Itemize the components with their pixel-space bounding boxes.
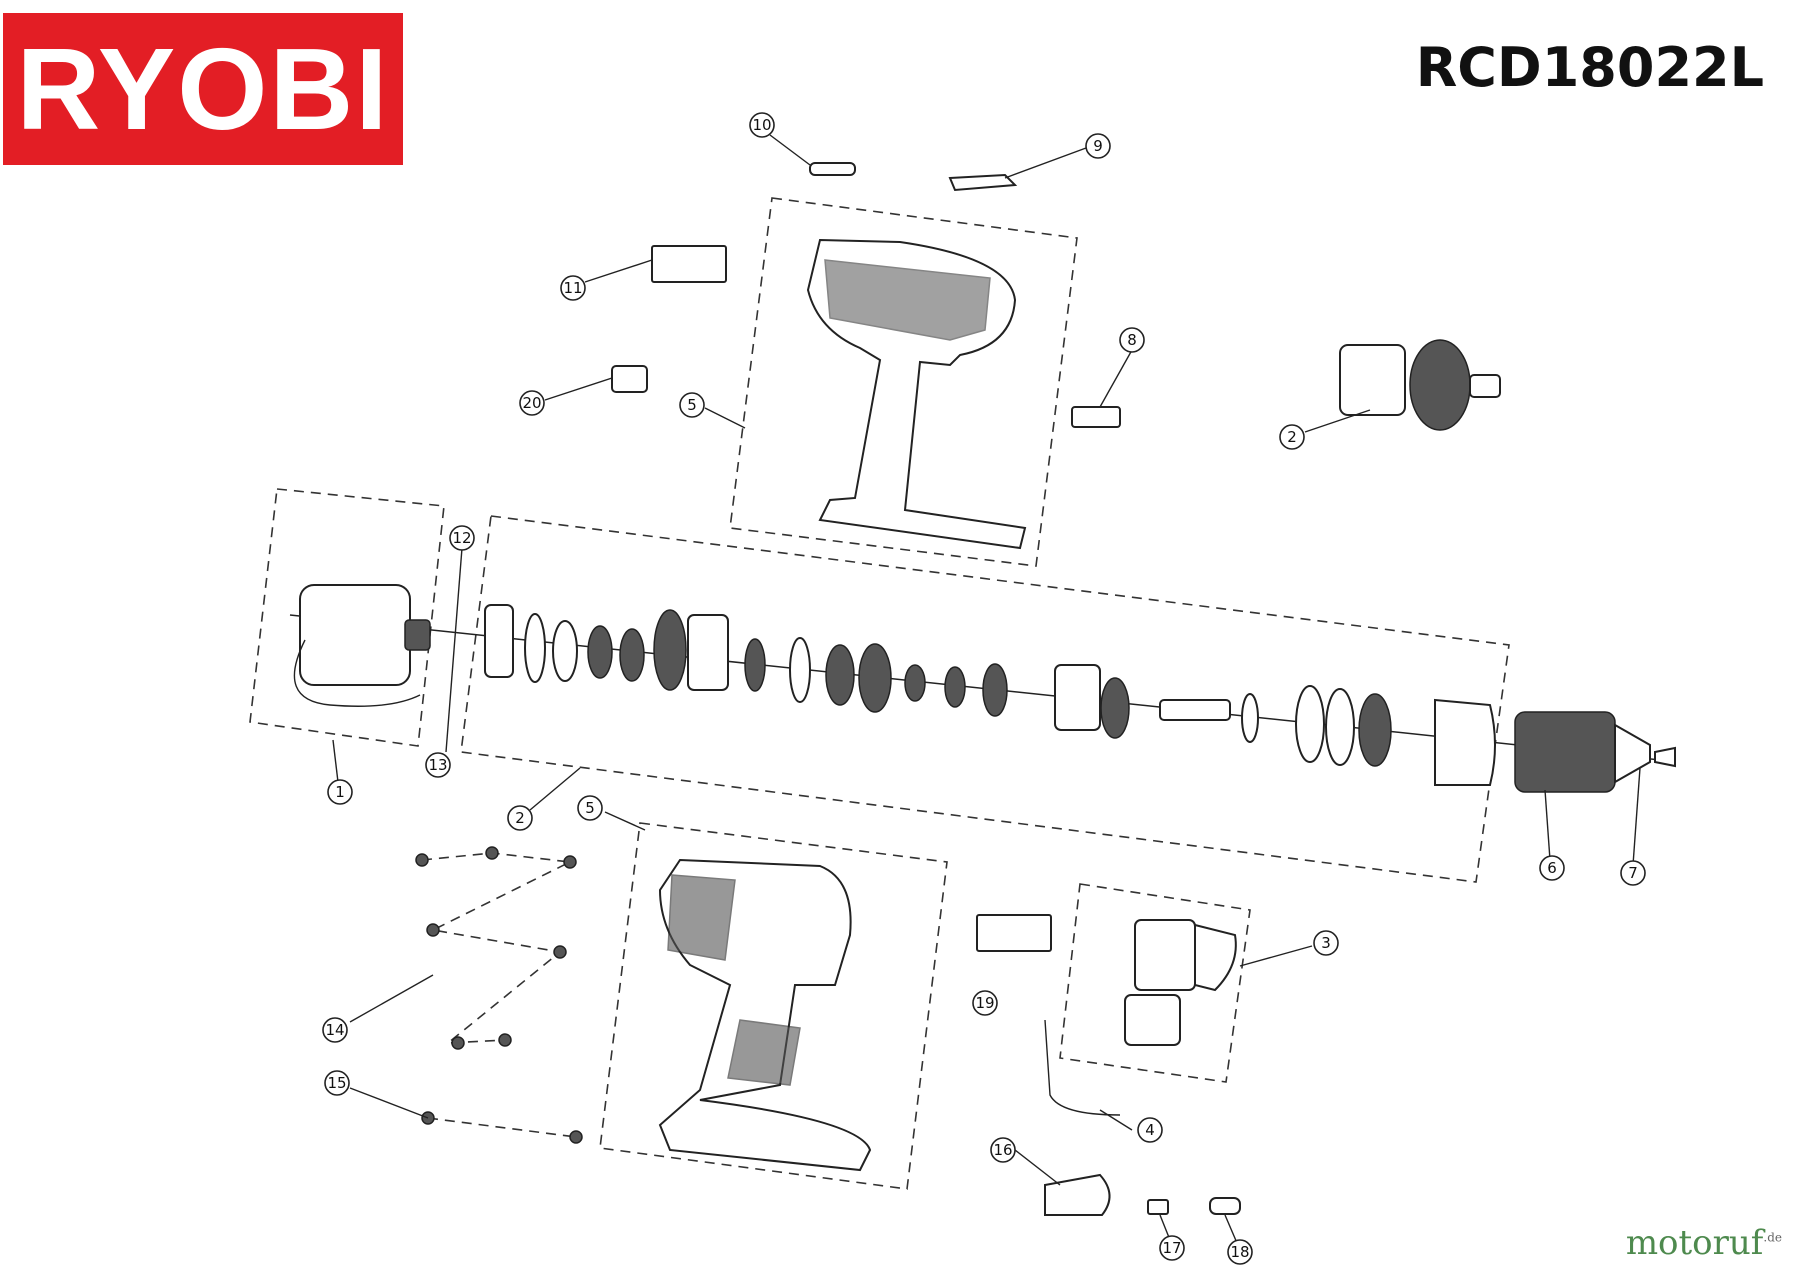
watermark: motoruf.de: [1626, 1223, 1782, 1263]
callout-3: 3: [1313, 930, 1339, 956]
housing-top-outline: [729, 197, 1078, 567]
callout-label: 19: [975, 994, 994, 1012]
clutch-housing: [1434, 698, 1496, 786]
gearbox-assembly-preview: [1339, 339, 1501, 431]
cover-16: [1044, 1173, 1111, 1216]
wire-4: [1044, 1019, 1121, 1116]
housing-right-half-grip: [727, 1019, 801, 1086]
callout-label: 12: [452, 529, 471, 547]
callout-16: 16: [990, 1137, 1016, 1163]
callout-2-middle: 2: [507, 805, 533, 831]
callout-label: 1: [335, 783, 345, 801]
callout-2-top: 2: [1279, 424, 1305, 450]
callout-6: 6: [1539, 855, 1565, 881]
screws: [415, 846, 583, 1144]
assembly-axis: [289, 614, 1661, 761]
button-8: [1071, 406, 1121, 428]
screw-group-14-outline: [421, 852, 573, 1044]
callout-label: 2: [1287, 428, 1297, 446]
sleeve-20: [611, 365, 648, 393]
callout-1: 1: [327, 779, 353, 805]
callout-10: 10: [749, 112, 775, 138]
callout-19: 19: [972, 990, 998, 1016]
trigger-switch: [1124, 919, 1237, 1046]
callout-5-bottom: 5: [577, 795, 603, 821]
callout-label: 17: [1162, 1239, 1181, 1257]
motor-can: [299, 584, 411, 686]
callout-13: 13: [425, 752, 451, 778]
gearbox-group-outline: [460, 515, 1510, 883]
callout-label: 2: [515, 809, 525, 827]
model-number: RCD18022L: [1415, 36, 1764, 99]
callout-label: 6: [1547, 859, 1557, 877]
callout-5-top: 5: [679, 392, 705, 418]
screw-group-15-outline: [427, 1117, 577, 1138]
watermark-text: motoruf: [1625, 1223, 1764, 1263]
callout-label: 9: [1093, 137, 1103, 155]
callout-label: 16: [993, 1141, 1012, 1159]
callout-15: 15: [324, 1070, 350, 1096]
housing-left-half-detail: [824, 259, 991, 341]
motor-pinion: [404, 619, 431, 651]
logo-wordmark: RYOBI: [16, 24, 390, 154]
callout-4: 4: [1137, 1117, 1163, 1143]
callout-17: 17: [1159, 1235, 1185, 1261]
housing-right-half-detail: [667, 874, 736, 961]
callout-label: 14: [325, 1021, 344, 1039]
callout-label: 5: [687, 396, 697, 414]
callout-label: 15: [327, 1074, 346, 1092]
callout-label: 4: [1145, 1121, 1155, 1139]
pin-10: [809, 162, 856, 176]
callout-label: 13: [428, 756, 447, 774]
callout-12: 12: [449, 525, 475, 551]
chuck-nose: [1614, 723, 1651, 784]
watermark-suffix: .de: [1763, 1230, 1782, 1245]
motor-group-outline: [249, 488, 445, 747]
lever-9: [948, 173, 1018, 192]
callout-label: 10: [752, 116, 771, 134]
callout-label: 8: [1127, 331, 1137, 349]
motor-wires: [293, 639, 421, 707]
callout-18: 18: [1227, 1239, 1253, 1265]
callout-9: 9: [1085, 133, 1111, 159]
callout-label: 3: [1321, 934, 1331, 952]
label-plate-19: [976, 914, 1052, 952]
ryobi-logo: RYOBI: [3, 13, 403, 165]
callout-11: 11: [560, 275, 586, 301]
chuck-screw: [1654, 746, 1676, 768]
callout-7: 7: [1620, 860, 1646, 886]
callout-label: 7: [1628, 864, 1638, 882]
bit-18: [1209, 1197, 1241, 1215]
callout-8: 8: [1119, 327, 1145, 353]
callout-label: 18: [1230, 1243, 1249, 1261]
housing-bottom-outline: [599, 822, 948, 1190]
callout-label: 11: [563, 279, 582, 297]
leader-lines: [332, 134, 1641, 1251]
switch-group-outline: [1059, 883, 1251, 1083]
contact-17: [1147, 1199, 1169, 1215]
chuck: [1514, 711, 1616, 793]
callout-14: 14: [322, 1017, 348, 1043]
label-plate-11: [651, 245, 727, 283]
callout-label: 5: [585, 799, 595, 817]
callout-20: 20: [519, 390, 545, 416]
callout-label: 20: [522, 394, 541, 412]
gear-stack: [484, 604, 1392, 767]
